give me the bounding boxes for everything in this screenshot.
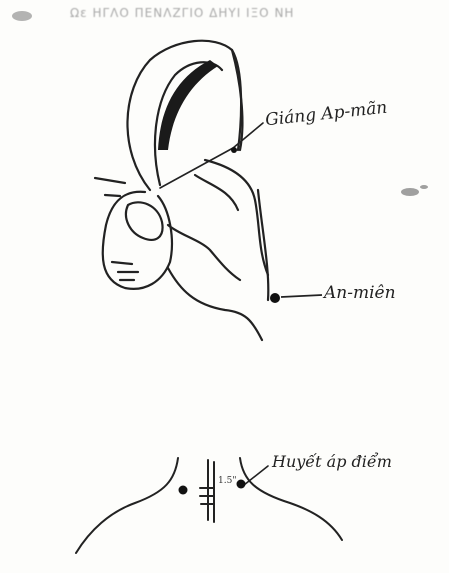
thumb-drawing: [103, 192, 172, 289]
thumb-outline: [103, 192, 172, 289]
label-an-mien: An-miên: [324, 283, 396, 303]
neck-left-line: [76, 458, 178, 553]
hair-stroke: [105, 195, 120, 196]
leader-an-mien: [281, 295, 322, 297]
ear-lobe: [168, 268, 262, 340]
neck-diagram: [76, 458, 342, 553]
label-huyet-ap-diem: Huyết áp điểm: [272, 452, 392, 471]
leader-giang-ap-man: [160, 123, 263, 188]
point-huyet-ap-right: [237, 480, 246, 489]
ear-helix-outer: [127, 41, 241, 190]
point-an-mien: [270, 293, 280, 303]
hair-stroke: [95, 178, 125, 183]
ear-antihelix: [205, 160, 268, 275]
measure-label: 1.5": [218, 476, 236, 486]
ear-concha: [195, 175, 238, 210]
ear-tragus: [168, 225, 240, 280]
leader-huyet-ap: [244, 466, 268, 485]
helix-shading: [158, 60, 218, 150]
point-giang-ap-man: [231, 147, 237, 153]
point-huyet-ap-left: [179, 486, 188, 495]
thumb-crease: [112, 262, 132, 264]
thumbnail: [126, 202, 163, 240]
